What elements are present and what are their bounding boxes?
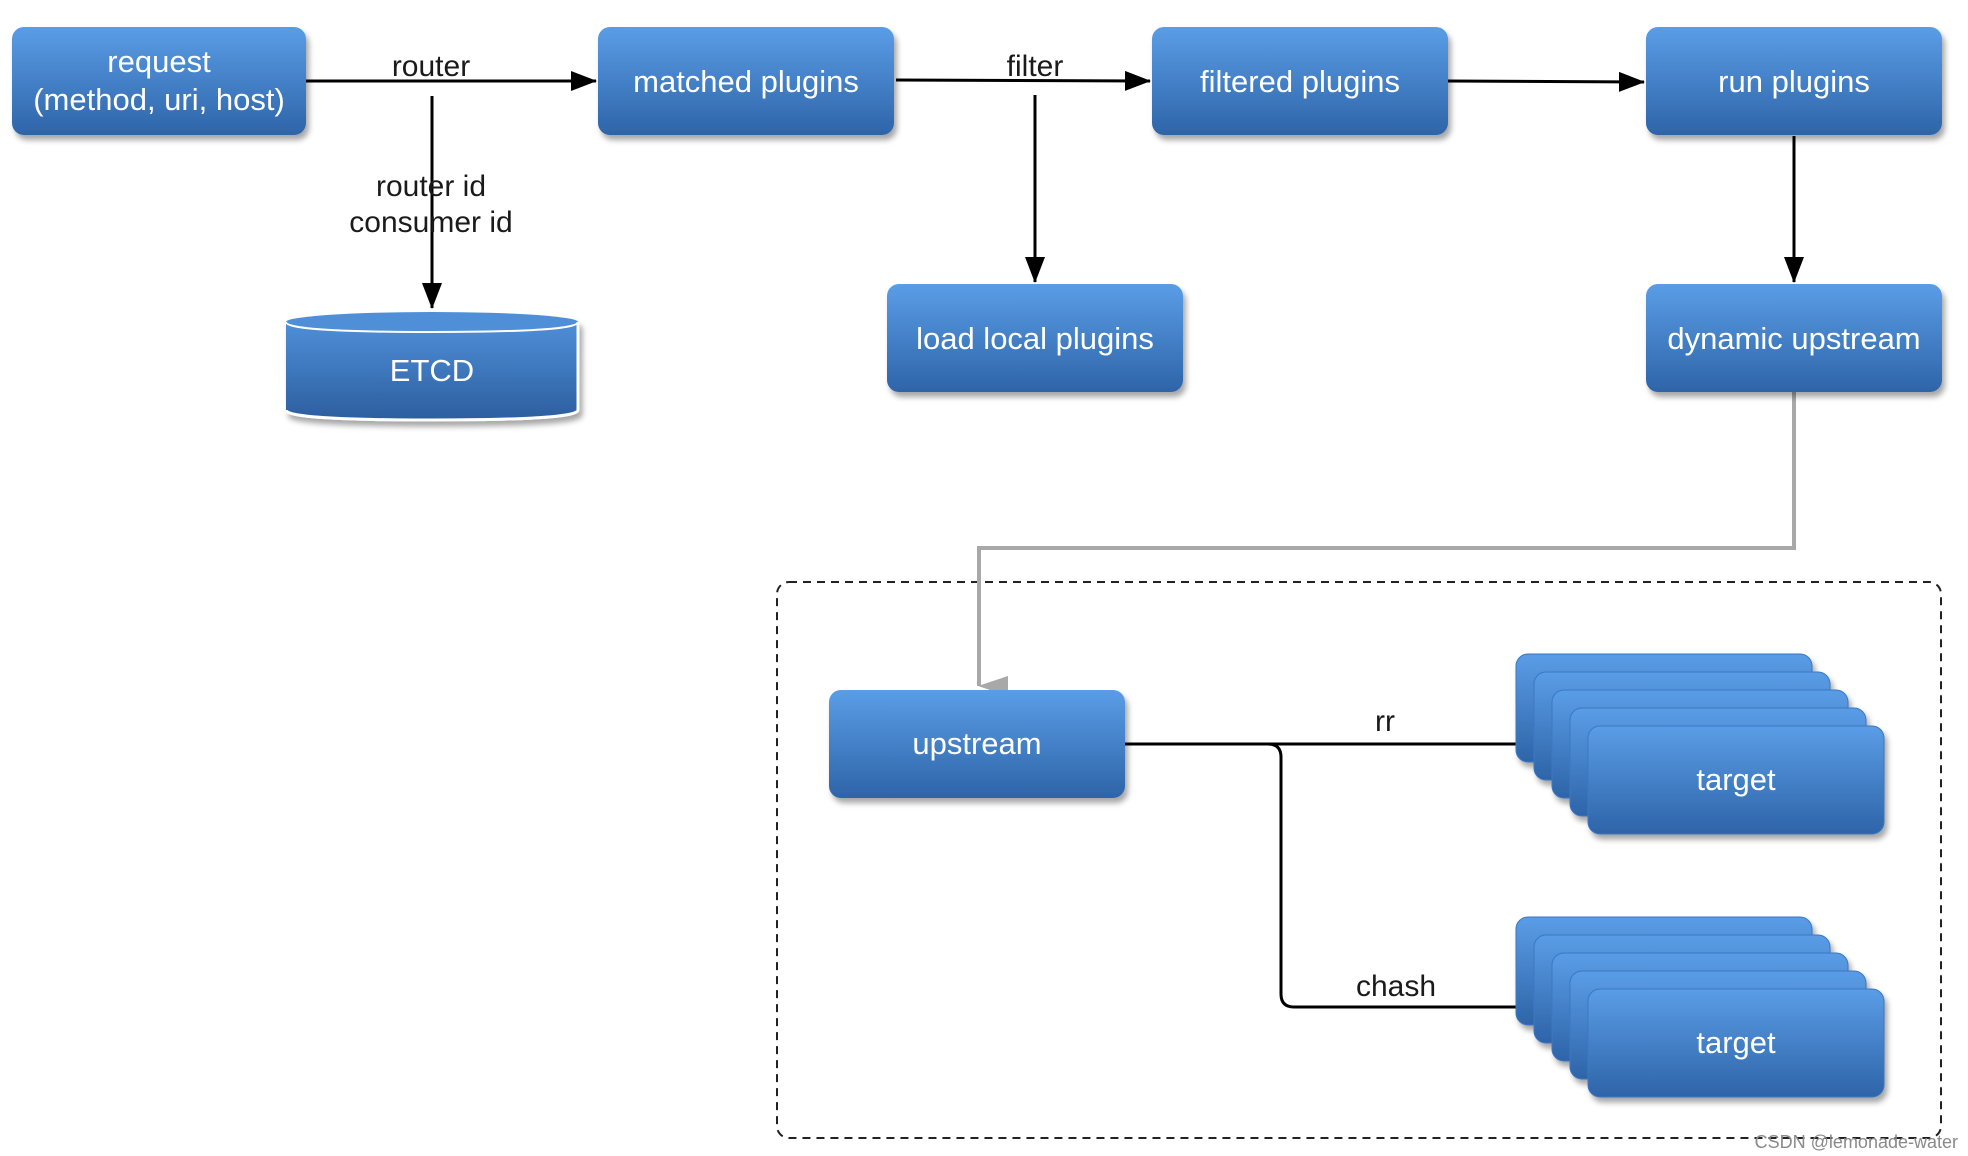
target-stack-rr [1515,653,1885,835]
matched-plugins-label: matched plugins [633,64,859,99]
target-stack-chash [1515,916,1885,1098]
target-chash-label: target [1696,1025,1776,1060]
etcd-database-icon [284,312,580,422]
matched-plugins-node [598,27,894,135]
dynamic-upstream-node [1646,284,1942,392]
watermark: CSDN @lemonade-water [1755,1132,1958,1152]
edge-label-chash: chash [1356,970,1436,1003]
edge-label-consumer-id: consumer id [349,206,512,239]
upstream-label: upstream [912,726,1041,761]
load-local-plugins-node [887,284,1183,392]
run-plugins-node [1646,27,1942,135]
run-plugins-label: run plugins [1718,64,1870,99]
load-local-plugins-label: load local plugins [916,321,1154,356]
request-label-line1: request [107,44,211,79]
edge-label-rr: rr [1375,705,1395,738]
edge-chash [1124,742,1553,1017]
edge-filter [895,70,1151,91]
edge-label-router-id: router id [376,170,486,203]
filtered-plugins-node [1152,27,1448,135]
target-rr-label: target [1696,762,1776,797]
filtered-plugins-label: filtered plugins [1200,64,1400,99]
upstream-node [829,690,1125,798]
dynamic-upstream-label: dynamic upstream [1667,321,1920,356]
edge-filtered-run [1447,71,1645,92]
edge-dynamic-upstream [977,392,1796,696]
request-node [12,27,306,135]
request-label-line2: (method, uri, host) [33,82,285,117]
edge-label-filter: filter [1007,50,1064,83]
etcd-label: ETCD [390,353,474,388]
edge-label-router: router [392,50,470,83]
